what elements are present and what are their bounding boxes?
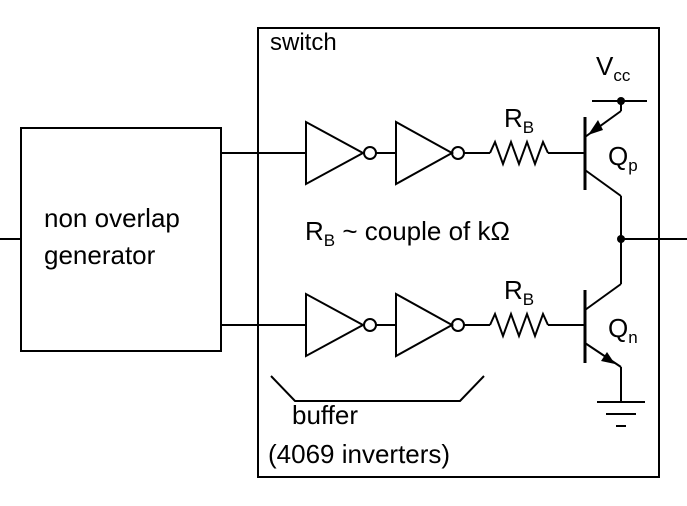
- bottom-inverter-1: [305, 292, 377, 358]
- ground-symbol: [597, 401, 645, 427]
- switch-label: switch: [270, 29, 337, 56]
- vcc-node: [617, 97, 625, 105]
- top-inverter-2: [395, 120, 465, 186]
- rb-note: RB ~ couple of kΩ: [305, 216, 510, 250]
- top-rb-label: RB: [504, 103, 534, 137]
- top-signal-chain: RB: [221, 103, 585, 186]
- qn-label: Qn: [608, 313, 638, 347]
- inverters-label: (4069 inverters): [268, 439, 450, 469]
- bottom-inverter-2: [395, 292, 465, 358]
- generator-label-line1: non overlap: [44, 203, 180, 233]
- switch-box: switch: [257, 27, 660, 478]
- buffer-label: buffer: [292, 400, 358, 430]
- vcc-label: Vcc: [596, 51, 631, 85]
- generator-label-line2: generator: [44, 240, 156, 270]
- buffer-bracket: buffer (4069 inverters): [268, 375, 485, 469]
- bottom-signal-chain: RB: [221, 275, 585, 358]
- qn-emitter-arrow: [601, 352, 615, 364]
- non-overlap-generator: non overlap generator: [20, 127, 222, 352]
- transistor-qn: Qn: [583, 239, 638, 402]
- qp-label: Qp: [608, 141, 638, 175]
- bottom-rb-label: RB: [504, 275, 534, 309]
- qp-emitter-arrow: [588, 120, 603, 135]
- vcc-rail: Vcc: [592, 51, 647, 105]
- top-resistor-rb: [489, 139, 549, 167]
- transistor-qp: Qp: [583, 101, 638, 239]
- bottom-resistor-rb: [489, 311, 549, 339]
- top-inverter-1: [305, 120, 377, 186]
